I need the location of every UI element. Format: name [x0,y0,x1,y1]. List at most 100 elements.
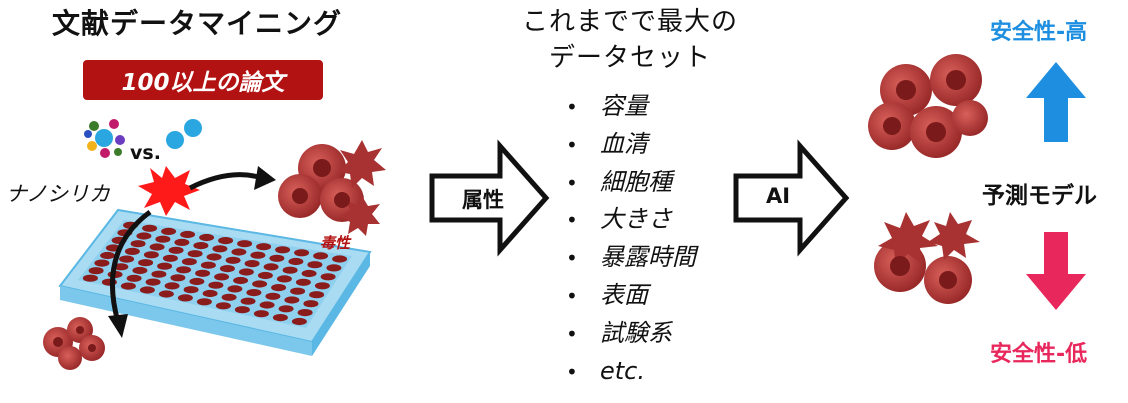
safety-high-arrow-icon [1026,62,1086,142]
well [271,284,287,292]
well [313,252,329,260]
well [139,286,155,294]
well [130,240,146,248]
well [113,263,129,271]
well [265,292,281,300]
curved-arrow-head [254,166,276,190]
list-item: •etc. [566,356,645,385]
curved-arrow-to-cells [188,172,263,191]
list-item: •表面 [566,280,648,309]
list-item: •細胞種 [566,167,672,196]
well-plate-icon [58,208,372,356]
dataset-title: これまでで最大の データセット [505,4,755,76]
well [82,274,98,282]
well [168,246,184,254]
well [257,271,273,280]
well [170,274,186,282]
well [195,269,211,277]
well [142,224,158,232]
vs-label: vs. [130,142,161,164]
well [320,273,336,281]
attributes-arrow-label: 属性 [462,188,504,212]
well [269,254,285,262]
well [145,278,161,286]
well [238,268,254,276]
well [227,285,243,293]
well [250,251,266,259]
well [119,255,135,263]
well [94,259,110,267]
papers-badge-label: 100以上の論文 [121,70,285,96]
well [307,261,323,269]
well [234,306,250,314]
well [199,233,215,242]
well [202,289,218,298]
safety-low-arrow-icon [1026,232,1086,310]
well [200,261,216,269]
well [256,243,272,251]
well [282,266,298,274]
well [278,305,294,313]
well [164,282,180,290]
well [189,277,205,286]
well [303,300,319,308]
nanosilica-label: ナノシリカ [6,182,110,206]
well [187,250,203,258]
well [151,270,167,278]
well [246,289,262,297]
well [174,238,190,246]
prediction-model-label: 予測モデル [982,183,1097,209]
list-item: •容量 [566,92,648,120]
ai-arrow-label: AI [766,184,791,208]
well [276,275,292,283]
well [214,273,230,281]
well [301,269,317,278]
well [253,310,269,318]
well [212,245,228,253]
bare-nanoparticle-icon [166,119,202,149]
well [290,287,306,295]
dataset-title-line2: データセット [548,43,711,73]
well [275,246,291,254]
well [314,282,330,290]
list-item: •暴露時間 [566,243,696,272]
impact-burst-icon [138,166,200,216]
well [193,242,209,250]
healthy-cell-cluster-icon [868,54,988,158]
well [88,267,104,275]
well [155,235,171,243]
well [332,255,348,263]
well [161,227,177,235]
well [162,254,178,262]
list-item: •血清 [566,129,648,158]
well [177,294,193,302]
well [100,251,116,260]
well [120,282,136,290]
well [183,286,199,294]
well [143,251,159,259]
ai-arrow [733,139,850,257]
well [196,298,212,306]
damaged-cell-cluster-right-icon [874,212,980,304]
curved-arrow-to-small-cells [110,209,152,323]
list-item: •大きさ [566,205,672,234]
well [259,301,275,309]
well [237,240,253,248]
coated-nanoparticle-icon [84,119,125,158]
well [244,260,260,268]
well [138,259,154,267]
well [326,264,342,272]
list-item: •試験系 [566,318,672,347]
well [263,263,279,271]
well [291,317,307,326]
well [221,293,237,301]
well [233,276,249,285]
well [206,253,222,261]
curved-arrow-head-2 [108,314,128,338]
well [295,278,311,286]
attributes-arrow [429,139,550,257]
well [297,309,313,317]
literature-mining-title: 文献データマイニング [52,7,343,40]
well [231,248,247,256]
